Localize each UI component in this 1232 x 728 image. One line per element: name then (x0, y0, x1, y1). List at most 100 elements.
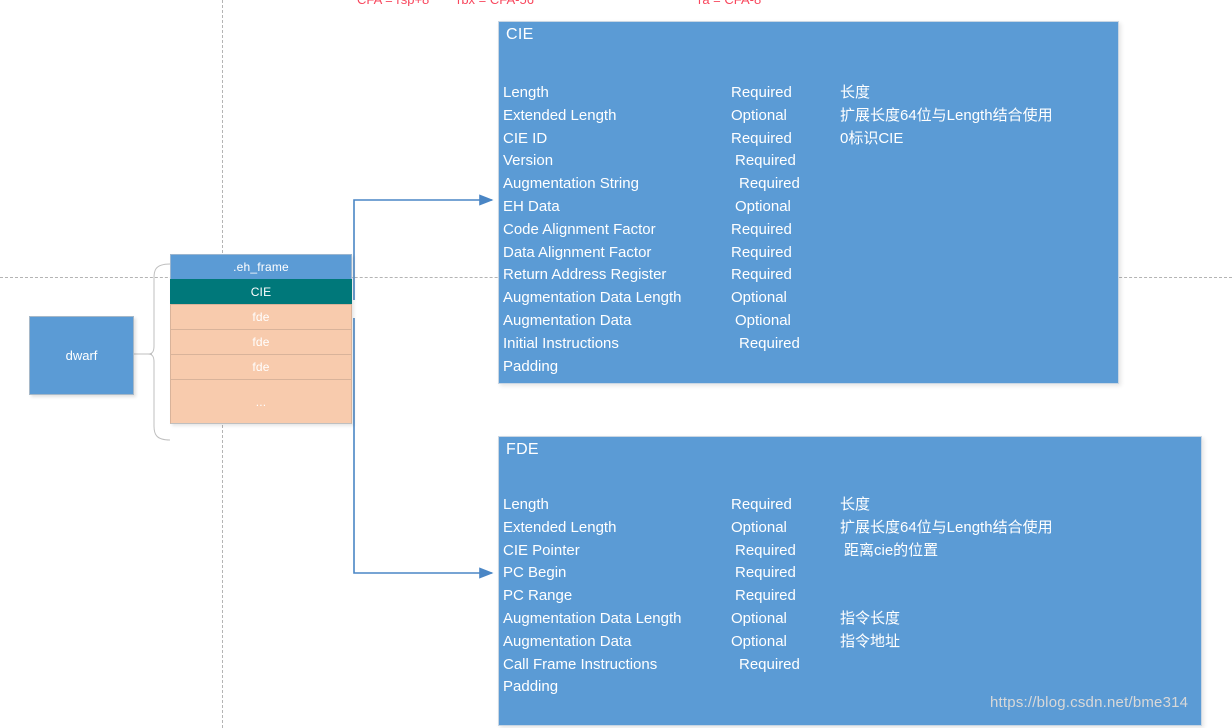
field-note: 长度 (840, 496, 871, 513)
stack-row-fde-1[interactable]: fde (170, 304, 352, 329)
field-note: 距离cie的位置 (844, 541, 939, 559)
field-name: Augmentation Data (503, 311, 632, 329)
cie-field-row: Initial Instructions Required (503, 333, 1122, 356)
field-requirement: Required (731, 84, 792, 101)
stack-row-label: fde (252, 335, 270, 349)
cie-field-row: Data Alignment Factor Required (503, 242, 1122, 265)
field-requirement: Optional (731, 632, 787, 650)
dwarf-to-stack-brace (130, 263, 171, 441)
field-name: Augmentation String (503, 175, 639, 193)
field-name: EH Data (503, 197, 560, 215)
field-name: CIE Pointer (503, 541, 580, 559)
field-note: 扩展长度64位与Length结合使用 (840, 106, 1053, 124)
field-note: 指令长度 (840, 609, 901, 627)
field-requirement: Required (735, 152, 796, 170)
stack-row-label: ... (255, 394, 267, 409)
field-requirement: Required (735, 541, 796, 559)
stack-row-label: fde (252, 360, 270, 374)
fde-panel-title: FDE (506, 441, 539, 458)
dwarf-label: dwarf (65, 348, 98, 363)
field-name: Augmentation Data (503, 632, 632, 650)
field-note: 0标识CIE (840, 129, 904, 147)
fde-field-row: Extended Length Optional 扩展长度64位与Length结… (503, 517, 1205, 540)
field-name: PC Range (503, 587, 573, 605)
field-requirement: Required (731, 129, 792, 147)
field-name: Data Alignment Factor (503, 243, 652, 261)
fde-field-row: Augmentation Data Optional 指令地址 (503, 631, 1205, 654)
cie-field-row: Code Alignment Factor Required (503, 219, 1122, 242)
stack-row-label: CIE (250, 285, 272, 299)
field-requirement: Required (739, 175, 800, 193)
field-requirement: Optional (731, 289, 787, 307)
field-name: CIE ID (503, 129, 548, 147)
cie-field-list: Length Required 长度 Extended Length Optio… (503, 82, 1122, 378)
stack-row-ellipsis[interactable]: ... (170, 379, 352, 424)
cie-field-row: Augmentation Data Length Optional (503, 287, 1122, 310)
fde-field-list: Length Required 长度 Extended Length Optio… (503, 494, 1205, 699)
field-name: Augmentation Data Length (503, 289, 682, 307)
fde-field-row: PC Begin Required (503, 562, 1205, 585)
stack-row-eh-frame[interactable]: .eh_frame (170, 254, 352, 279)
cie-field-row: Padding (503, 356, 1122, 379)
cie-field-row: EH Data Optional (503, 196, 1122, 219)
field-requirement: Required (735, 564, 796, 582)
field-requirement: Required (739, 655, 800, 673)
field-requirement: Optional (731, 609, 787, 627)
field-name: Return Address Register (503, 266, 667, 284)
field-name: PC Begin (503, 564, 567, 582)
field-name: Version (503, 152, 554, 170)
top-note-ra: ra = CFA-8 (698, 0, 761, 6)
field-name: Augmentation Data Length (503, 609, 682, 627)
field-note: 指令地址 (840, 632, 901, 650)
field-requirement: Required (739, 334, 800, 352)
top-note-rbx: rbx = CFA-56 (457, 0, 534, 6)
cie-field-row: Augmentation String Required (503, 173, 1122, 196)
cie-field-row: Length Required 长度 (503, 82, 1122, 105)
field-requirement: Required (735, 587, 796, 605)
fde-field-row: Augmentation Data Length Optional 指令长度 (503, 608, 1205, 631)
fde-field-row: Length Required 长度 (503, 494, 1205, 517)
field-name: Initial Instructions (503, 334, 619, 352)
field-note: 扩展长度64位与Length结合使用 (840, 518, 1053, 536)
fde-connector-arrow (353, 318, 494, 579)
fde-field-row: Padding (503, 676, 1205, 699)
field-name: Length (503, 84, 549, 101)
field-requirement: Required (731, 220, 792, 238)
field-name: Padding (503, 678, 559, 696)
fde-field-row: PC Range Required (503, 585, 1205, 608)
cie-connector-arrow (353, 194, 494, 300)
cie-field-row: CIE ID Required 0标识CIE (503, 128, 1122, 151)
field-name: Extended Length (503, 106, 617, 124)
eh-frame-stack: .eh_frame CIE fde fde fde ... (170, 254, 352, 424)
field-name: Padding (503, 357, 559, 375)
fde-field-row: CIE Pointer Required 距离cie的位置 (503, 540, 1205, 563)
field-name: Length (503, 496, 549, 513)
field-requirement: Optional (735, 197, 791, 215)
field-note: 长度 (840, 84, 871, 101)
field-requirement: Optional (735, 311, 791, 329)
stack-row-fde-2[interactable]: fde (170, 329, 352, 354)
dwarf-box[interactable]: dwarf (29, 316, 134, 395)
cie-detail-panel: CIE Length Required 长度 Extended Length O… (498, 21, 1119, 384)
stack-row-label: .eh_frame (233, 260, 289, 274)
field-name: Call Frame Instructions (503, 655, 658, 673)
cie-field-row: Extended Length Optional 扩展长度64位与Length结… (503, 105, 1122, 128)
field-requirement: Required (731, 496, 792, 513)
cie-field-row: Version Required (503, 150, 1122, 173)
stack-row-fde-3[interactable]: fde (170, 354, 352, 379)
field-requirement: Optional (731, 518, 787, 536)
cie-panel-title: CIE (506, 26, 534, 43)
field-name: Code Alignment Factor (503, 220, 656, 238)
top-note-cfa: CFA = rsp+8 (357, 0, 429, 6)
cie-field-row: Return Address Register Required (503, 264, 1122, 287)
fde-detail-panel: FDE Length Required 长度 Extended Length O… (498, 436, 1202, 726)
watermark: https://blog.csdn.net/bme314 (990, 694, 1189, 711)
field-name: Extended Length (503, 518, 617, 536)
fde-field-row: Call Frame Instructions Required (503, 654, 1205, 677)
stack-row-cie[interactable]: CIE (170, 279, 352, 304)
field-requirement: Required (731, 266, 792, 284)
cie-field-row: Augmentation Data Optional (503, 310, 1122, 333)
field-requirement: Optional (731, 106, 787, 124)
field-requirement: Required (731, 243, 792, 261)
